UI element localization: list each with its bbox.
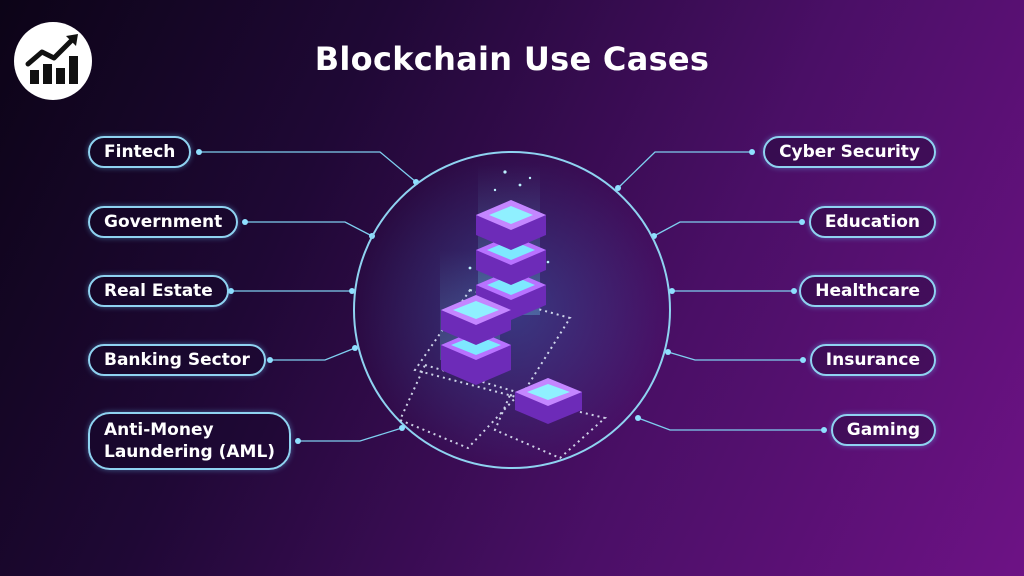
use-case-insurance: Insurance — [809, 344, 936, 376]
left-connectors — [199, 151, 417, 442]
use-case-aml: Anti-Money Laundering (AML) — [88, 412, 292, 470]
use-case-fintech: Fintech — [88, 136, 192, 168]
use-case-gaming: Gaming — [830, 414, 936, 446]
center-circle — [353, 151, 671, 469]
use-case-label: Real Estate — [104, 281, 213, 301]
use-case-label: Healthcare — [815, 281, 920, 301]
right-connectors — [617, 151, 824, 431]
use-case-healthcare: Healthcare — [799, 275, 936, 307]
use-case-label: Insurance — [825, 350, 920, 370]
use-case-label: Gaming — [846, 420, 920, 440]
use-case-label: Cyber Security — [779, 142, 920, 162]
use-case-government: Government — [88, 206, 239, 238]
growth-chart-icon — [25, 34, 78, 84]
use-case-cyber-security: Cyber Security — [763, 136, 936, 168]
use-case-real-estate: Real Estate — [88, 275, 229, 307]
use-case-label: Anti-Money — [104, 420, 214, 440]
logo — [14, 22, 92, 100]
page-title: Blockchain Use Cases — [314, 40, 710, 78]
use-case-label-line2: Laundering (AML) — [104, 442, 276, 462]
use-case-label: Government — [104, 212, 223, 232]
use-case-label: Education — [824, 212, 920, 232]
use-case-education: Education — [808, 206, 936, 238]
use-case-banking-sector: Banking Sector — [88, 344, 266, 376]
use-case-label: Banking Sector — [104, 350, 250, 370]
use-case-label: Fintech — [104, 142, 176, 162]
